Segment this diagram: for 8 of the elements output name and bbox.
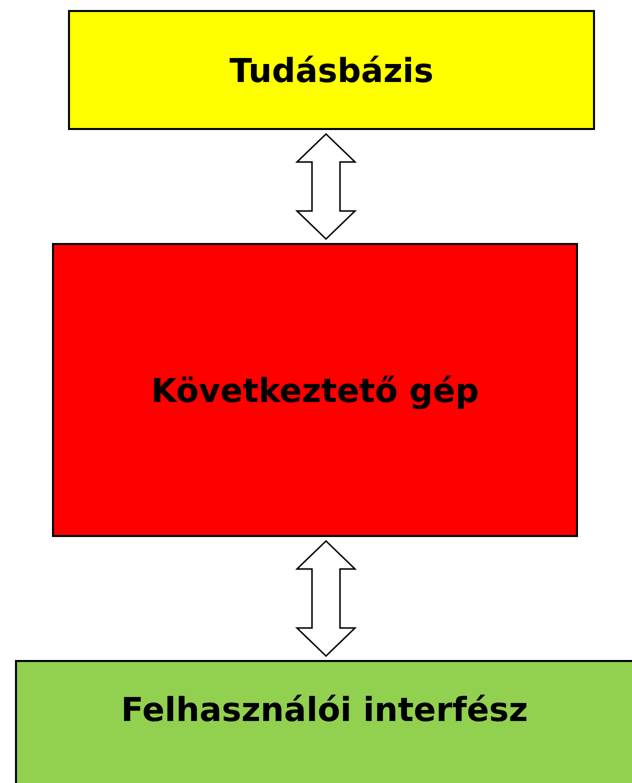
box-label: Felhasználói interfész	[121, 690, 528, 729]
user-interface-box	[15, 660, 632, 783]
box-label: Következtető gép	[151, 370, 479, 410]
double-arrow	[295, 540, 357, 658]
box-label: Tudásbázis	[230, 50, 434, 90]
double-arrow	[295, 132, 357, 240]
inference-engine-box	[52, 243, 578, 537]
knowledge-base-box	[68, 10, 595, 130]
